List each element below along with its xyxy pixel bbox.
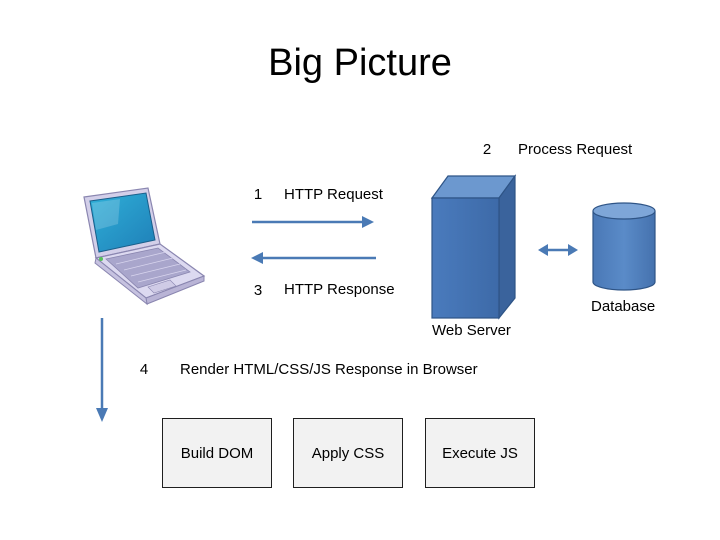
step-number-2: 2: [482, 141, 492, 158]
process-request-label: Process Request: [518, 141, 633, 158]
server-icon: [430, 174, 517, 320]
render-response-label: Render HTML/CSS/JS Response in Browser: [180, 361, 478, 378]
execute-js-label: Execute JS: [442, 444, 518, 462]
step-number-3: 3: [253, 282, 263, 299]
http-response-label: HTTP Response: [284, 281, 395, 298]
step-number-1: 1: [253, 186, 263, 203]
database-label: Database: [591, 298, 656, 315]
step-number-4: 4: [139, 361, 149, 378]
build-dom-box: Build DOM: [162, 418, 272, 488]
http-request-arrow: [252, 216, 374, 228]
http-response-arrow: [251, 252, 376, 264]
apply-css-label: Apply CSS: [311, 444, 385, 462]
web-server-label: Web Server: [432, 322, 511, 339]
page-title: Big Picture: [268, 42, 452, 84]
laptop-icon: [83, 187, 206, 306]
build-dom-label: Build DOM: [180, 444, 254, 462]
database-icon: [592, 202, 656, 291]
server-database-arrow: [538, 244, 578, 256]
execute-js-box: Execute JS: [425, 418, 535, 488]
render-down-arrow: [96, 318, 108, 422]
apply-css-box: Apply CSS: [293, 418, 403, 488]
http-request-label: HTTP Request: [284, 186, 383, 203]
